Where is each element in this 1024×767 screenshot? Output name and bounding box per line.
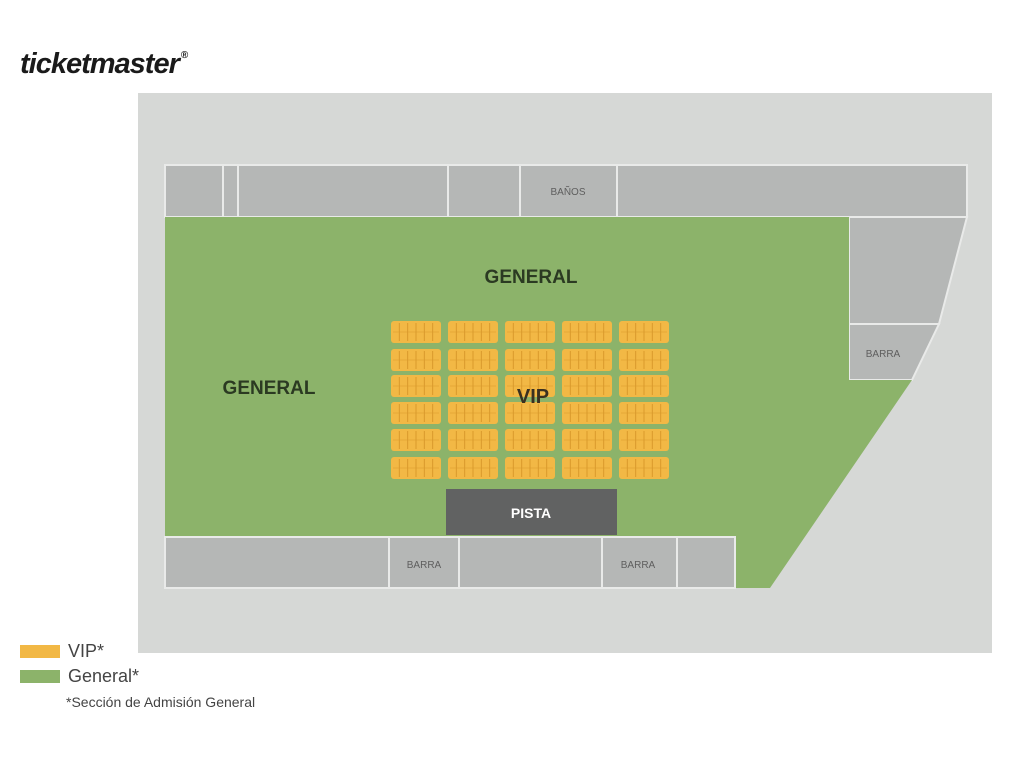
- registered-mark: ®: [180, 50, 188, 62]
- vip-seating-grid: [391, 321, 669, 479]
- legend-vip: VIP*: [20, 641, 104, 662]
- legend-note: *Sección de Admisión General: [66, 694, 256, 710]
- vip-seat-block: [562, 429, 612, 451]
- top-block-3: [237, 164, 449, 218]
- vip-seat-block: [619, 402, 669, 424]
- vip-seat-block: [505, 349, 555, 371]
- vip-seat-block: [391, 429, 441, 451]
- top-block-1: [164, 164, 224, 218]
- barra-bottom-left-label: BARRA: [407, 560, 442, 571]
- barra-bottom-right-label: BARRA: [621, 560, 656, 571]
- logo-text: ticketmaster: [20, 48, 180, 80]
- ticketmaster-logo: ticketmaster®: [20, 48, 188, 81]
- vip-seat-block: [562, 375, 612, 397]
- general-top-label: GENERAL: [485, 267, 578, 288]
- vip-seat-block: [391, 375, 441, 397]
- bottom-block-3: [458, 536, 603, 589]
- vip-seat-block: [505, 457, 555, 479]
- vip-seat-block: [448, 429, 498, 451]
- vip-seat-block: [619, 321, 669, 343]
- barra-bottom-right-block: [601, 536, 678, 589]
- vip-seat-block: [448, 375, 498, 397]
- top-blocks: [164, 164, 968, 218]
- vip-seat-block: [505, 402, 555, 424]
- vip-seat-block: [391, 457, 441, 479]
- vip-seat-block: [562, 457, 612, 479]
- vip-seat-block: [562, 349, 612, 371]
- vip-seat-block: [448, 321, 498, 343]
- vip-seat-block: [448, 349, 498, 371]
- vip-seat-block: [448, 457, 498, 479]
- banos-block: [519, 164, 618, 218]
- legend-general: General*: [20, 666, 139, 687]
- vip-seat-block: [391, 349, 441, 371]
- top-block-2: [222, 164, 239, 218]
- stage-label: PISTA: [511, 505, 551, 521]
- bottom-blocks: [164, 536, 736, 589]
- vip-label: VIP: [517, 386, 549, 408]
- barra-right-label: BARRA: [866, 349, 901, 360]
- legend-general-swatch: [20, 670, 60, 683]
- vip-seat-block: [505, 321, 555, 343]
- vip-seat-block: [391, 402, 441, 424]
- top-block-6: [616, 164, 968, 218]
- vip-seat-block: [619, 375, 669, 397]
- general-left-label: GENERAL: [223, 378, 316, 399]
- banos-label: BAÑOS: [550, 185, 585, 198]
- vip-seat-block: [505, 429, 555, 451]
- bottom-block-1: [164, 536, 390, 589]
- vip-seat-block: [391, 321, 441, 343]
- vip-seat-block: [448, 402, 498, 424]
- legend-vip-swatch: [20, 645, 60, 658]
- vip-seat-block: [562, 321, 612, 343]
- legend-vip-label: VIP*: [68, 641, 105, 661]
- vip-seat-block: [619, 457, 669, 479]
- top-block-4: [447, 164, 521, 218]
- legend-general-label: General*: [68, 666, 140, 686]
- vip-seat-block: [619, 429, 669, 451]
- stage: [446, 489, 617, 535]
- vip-seat-block: [505, 375, 555, 397]
- bottom-block-5: [676, 536, 736, 589]
- vip-seat-block: [619, 349, 669, 371]
- vip-seat-block: [562, 402, 612, 424]
